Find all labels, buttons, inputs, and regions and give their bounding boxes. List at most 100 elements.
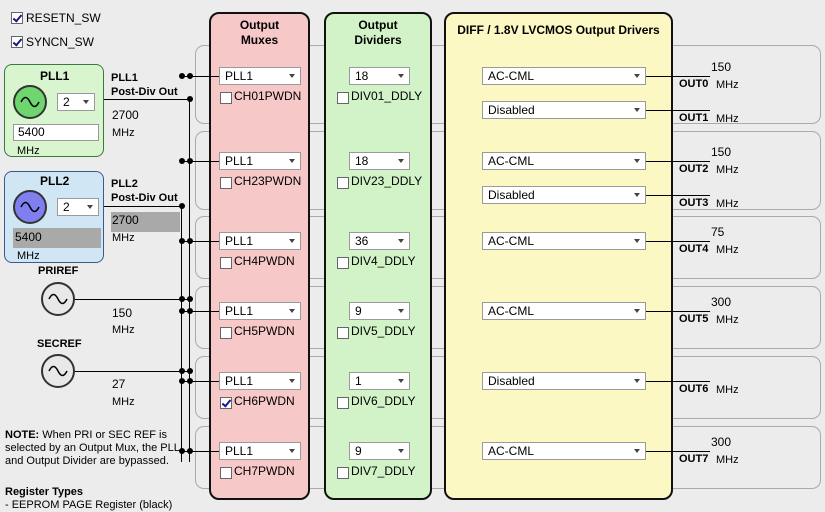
divider-select-4[interactable]: 1 — [349, 372, 410, 390]
mux-select-0[interactable]: PLL1 — [219, 67, 301, 85]
output-freq-out2: 150 — [711, 145, 732, 159]
driver-select-out7[interactable]: AC-CML — [482, 442, 646, 460]
divider-select-0[interactable]: 18 — [349, 67, 410, 85]
dividers-title-line2: Dividers — [354, 33, 402, 47]
driver-select-out5[interactable]: AC-CML — [482, 302, 646, 320]
pwdn-label-2: CH4PWDN — [234, 254, 295, 268]
wire-junction-dot — [179, 368, 185, 374]
priref-wire — [75, 299, 190, 300]
pwdn-checkbox-3[interactable] — [220, 327, 232, 339]
driver-select-out6[interactable]: Disabled — [482, 372, 646, 390]
pll2-oscillator-icon — [13, 190, 47, 224]
wire-junction-dot — [187, 158, 193, 164]
priref-unit: MHz — [112, 324, 135, 336]
pwdn-label-5: CH7PWDN — [234, 464, 295, 478]
wire-junction-dot — [187, 378, 193, 384]
output-drivers-panel: DIFF / 1.8V LVCMOS Output Drivers — [444, 12, 673, 500]
driver-select-value: Disabled — [488, 103, 535, 117]
pll1-out-label-2: Post-Div Out — [111, 86, 178, 98]
output-unit-out5: MHz — [716, 314, 739, 326]
divider-select-3[interactable]: 9 — [349, 302, 410, 320]
pwdn-checkbox-4[interactable] — [220, 397, 232, 409]
ddly-checkbox-1[interactable] — [337, 177, 349, 189]
pwdn-checkbox-0[interactable] — [220, 92, 232, 104]
wire-junction-dot — [187, 96, 193, 102]
ddly-checkbox-3[interactable] — [337, 327, 349, 339]
drivers-title: DIFF / 1.8V LVCMOS Output Drivers — [457, 23, 660, 37]
output-wire — [646, 241, 710, 242]
resetn-sw-label: RESETN_SW — [26, 11, 101, 25]
ddly-checkbox-5[interactable] — [337, 467, 349, 479]
muxes-title-line2: Muxes — [240, 33, 279, 47]
output-name-out0: OUT0 — [679, 78, 709, 90]
mux-select-value: PLL1 — [225, 444, 254, 458]
ddly-checkbox-2[interactable] — [337, 257, 349, 269]
note-text3: and Output Divider are bypassed. — [5, 455, 169, 467]
driver-select-out1[interactable]: Disabled — [482, 101, 646, 119]
ddly-label-0: DIV01_DDLY — [351, 89, 423, 103]
output-name-out7: OUT7 — [679, 453, 709, 465]
pll1-out-value: 2700 — [112, 108, 139, 122]
mux-input-wire — [181, 451, 219, 452]
divider-select-2[interactable]: 36 — [349, 232, 410, 250]
pll2-out-label-2: Post-Div Out — [111, 192, 178, 204]
pwdn-checkbox-5[interactable] — [220, 467, 232, 479]
output-wire — [646, 381, 710, 382]
resetn-sw-checkbox[interactable] — [11, 12, 23, 24]
mux-select-3[interactable]: PLL1 — [219, 302, 301, 320]
ddly-label-4: DIV6_DDLY — [351, 394, 416, 408]
wire-junction-dot — [179, 238, 185, 244]
output-name-out5: OUT5 — [679, 313, 709, 325]
muxes-title-line1: Output — [239, 18, 280, 32]
driver-select-out0[interactable]: AC-CML — [482, 67, 646, 85]
output-unit-out2: MHz — [716, 164, 739, 176]
output-freq-out0: 150 — [711, 60, 732, 74]
driver-select-out3[interactable]: Disabled — [482, 186, 646, 204]
mux-select-1[interactable]: PLL1 — [219, 152, 301, 170]
mux-input-wire — [181, 161, 219, 162]
note-text2: selected by an Output Mux, the PLL — [5, 442, 180, 454]
driver-select-value: Disabled — [488, 188, 535, 202]
output-name-out3: OUT3 — [679, 197, 709, 209]
mux-input-wire — [181, 381, 219, 382]
mux-select-2[interactable]: PLL1 — [219, 232, 301, 250]
driver-select-value: Disabled — [488, 374, 535, 388]
pwdn-label-0: CH01PWDN — [234, 89, 302, 103]
ddly-checkbox-4[interactable] — [337, 397, 349, 409]
ddly-label-1: DIV23_DDLY — [351, 174, 423, 188]
divider-select-value: 18 — [355, 69, 369, 83]
output-freq-out7: 300 — [711, 435, 732, 449]
secref-value: 27 — [112, 377, 126, 391]
driver-select-out2[interactable]: AC-CML — [482, 152, 646, 170]
output-unit-out6: MHz — [716, 384, 739, 396]
mux-select-5[interactable]: PLL1 — [219, 442, 301, 460]
wire-junction-dot — [187, 308, 193, 314]
output-unit-out7: MHz — [716, 454, 739, 466]
driver-select-value: AC-CML — [488, 234, 535, 248]
pll2-out-label-1: PLL2 — [111, 178, 138, 190]
syncn-sw-checkbox[interactable] — [11, 36, 23, 48]
output-name-out2: OUT2 — [679, 163, 709, 175]
divider-select-5[interactable]: 9 — [349, 442, 410, 460]
divider-select-1[interactable]: 18 — [349, 152, 410, 170]
output-wire — [646, 195, 710, 196]
divider-select-value: 18 — [355, 154, 369, 168]
pll1-freq-unit: MHz — [17, 145, 40, 157]
output-freq-out5: 300 — [711, 295, 732, 309]
secref-wire — [75, 371, 190, 372]
pwdn-checkbox-1[interactable] — [220, 177, 232, 189]
divider-select-value: 9 — [355, 444, 362, 458]
mux-select-value: PLL1 — [225, 374, 254, 388]
pll1-divider-select[interactable]: 2 — [57, 93, 95, 111]
pwdn-checkbox-2[interactable] — [220, 257, 232, 269]
pll1-freq-field[interactable]: 5400 — [13, 124, 99, 141]
output-wire — [646, 76, 710, 77]
mux-select-4[interactable]: PLL1 — [219, 372, 301, 390]
output-unit-out4: MHz — [716, 244, 739, 256]
driver-select-out4[interactable]: AC-CML — [482, 232, 646, 250]
driver-select-value: AC-CML — [488, 304, 535, 318]
ddly-checkbox-0[interactable] — [337, 92, 349, 104]
note-text1: When PRI or SEC REF is — [39, 429, 167, 441]
pll2-divider-select[interactable]: 2 — [57, 198, 99, 216]
